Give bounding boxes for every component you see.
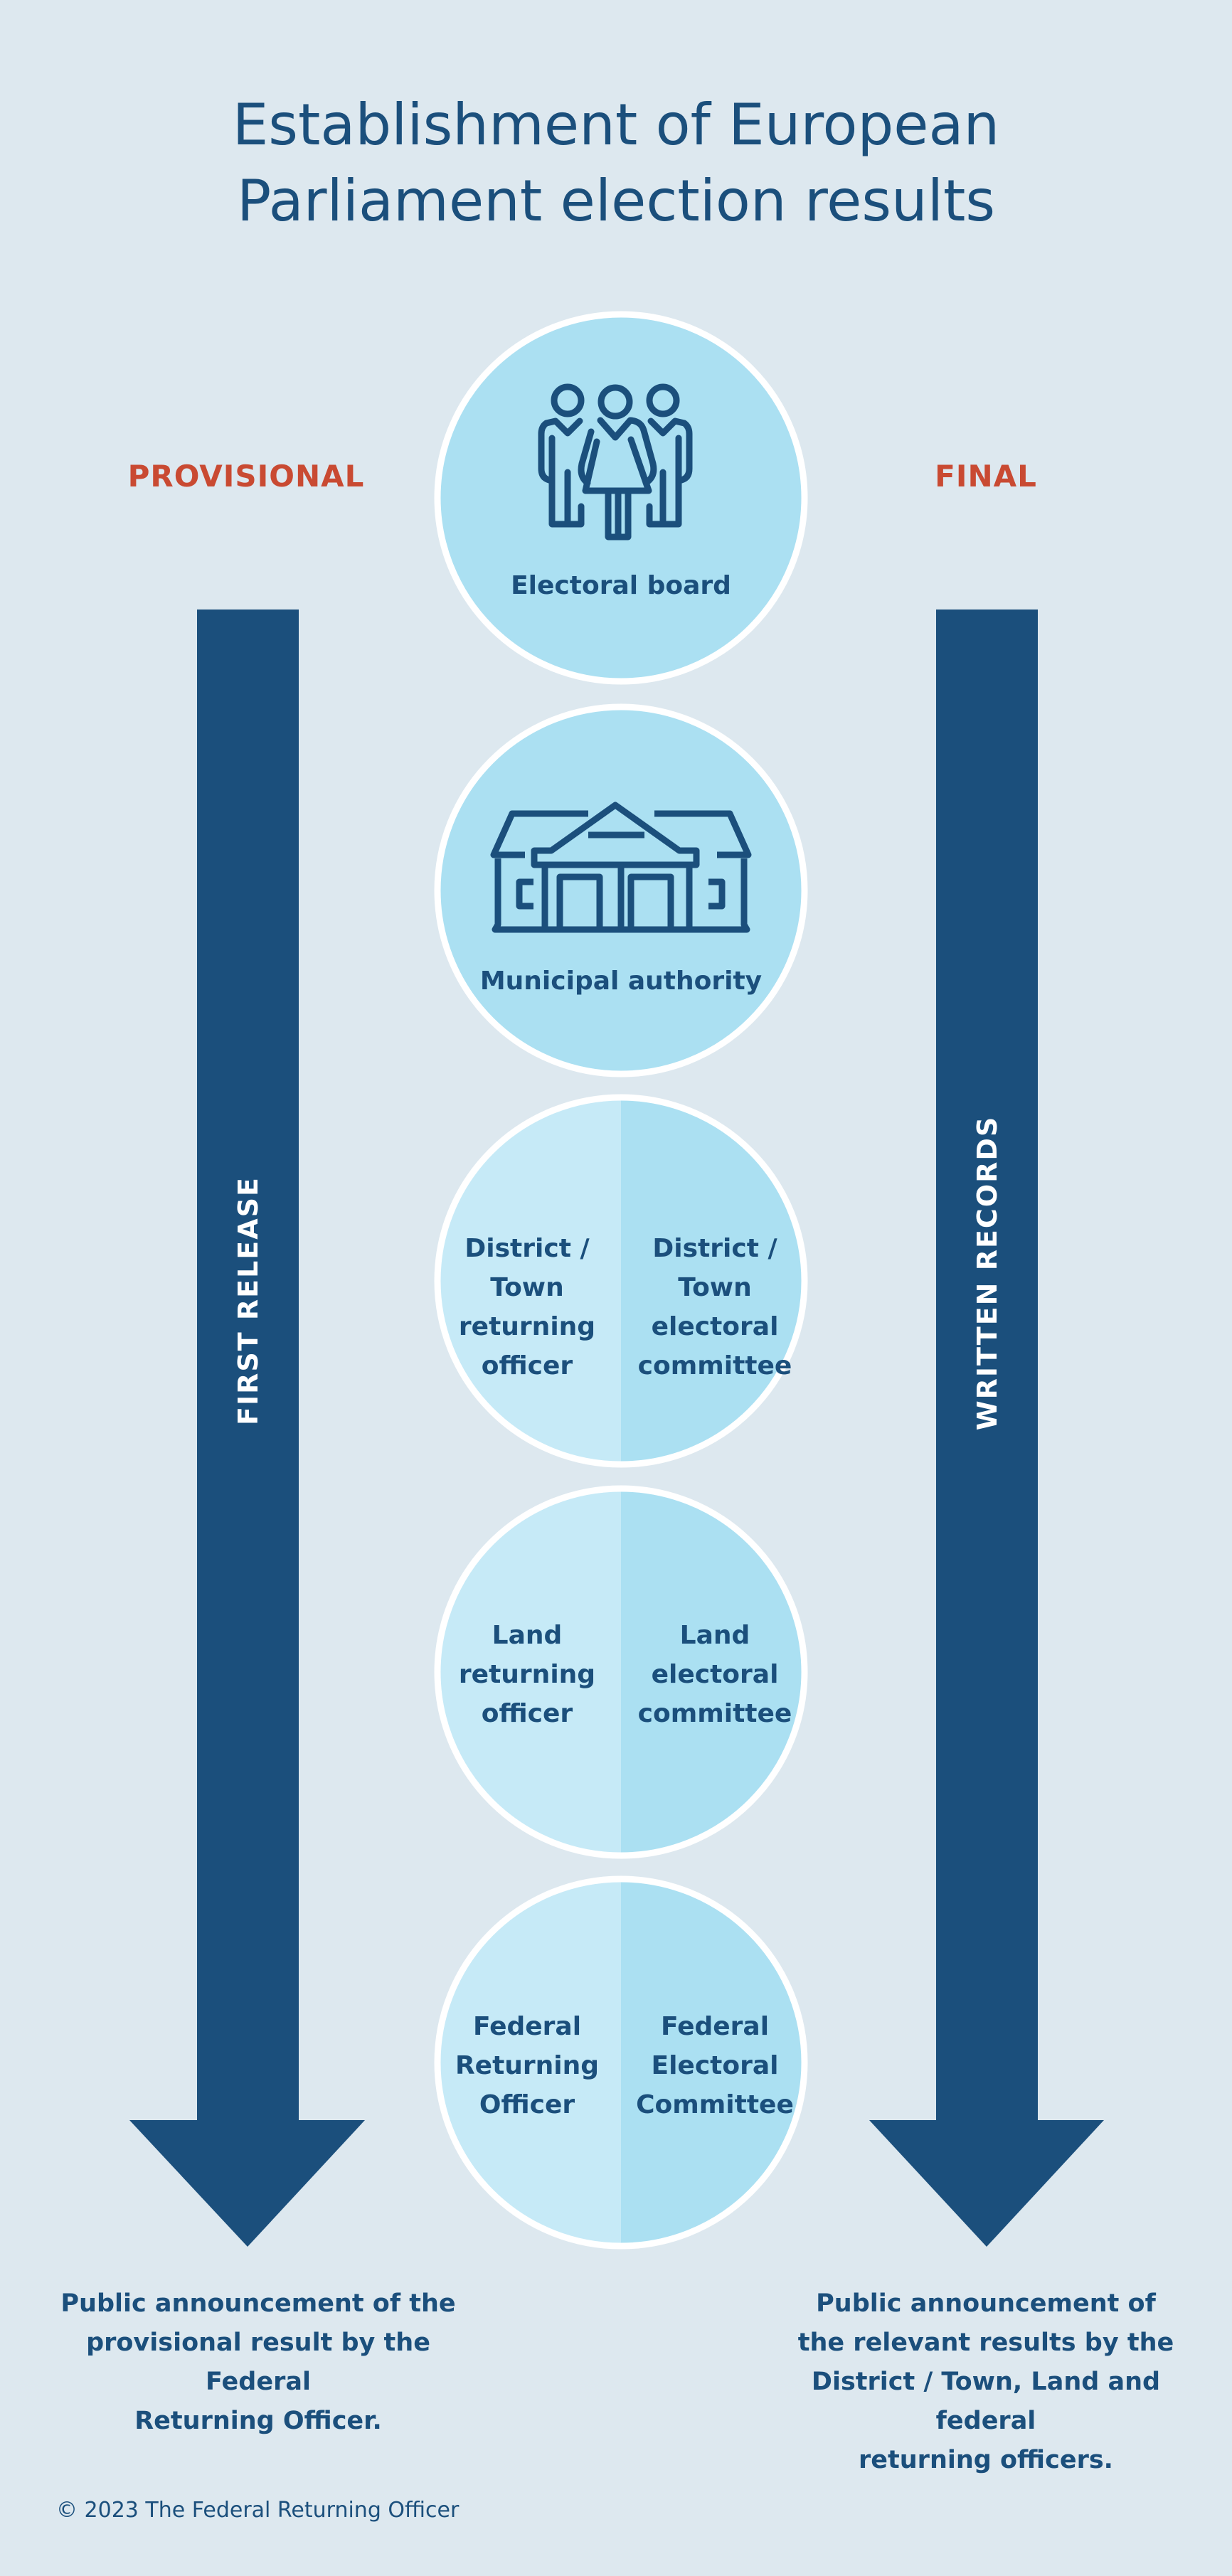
text-line: Electoral: [651, 2051, 779, 2080]
land-electoral-committee: Land electoral committee: [623, 1616, 807, 1733]
title-line-1: Establishment of European: [232, 92, 1000, 158]
right-arrow: [869, 610, 1104, 2247]
text-line: District / Town: [652, 1234, 777, 1302]
text-line: Land: [492, 1621, 563, 1650]
written-records-label: WRITTEN RECORDS: [972, 1115, 1003, 1431]
land-returning-officer: Land returning officer: [435, 1616, 619, 1733]
text-line: committee: [637, 1699, 792, 1728]
final-heading: FINAL: [935, 459, 1037, 494]
text-line: the relevant results by the: [797, 2328, 1174, 2357]
page-title: Establishment of European Parliament ele…: [0, 87, 1232, 239]
text-line: returning: [458, 1660, 596, 1689]
text-line: Returning: [455, 2051, 600, 2080]
copyright: © 2023 The Federal Returning Officer: [56, 2498, 460, 2523]
text-line: returning: [458, 1312, 596, 1341]
provisional-heading: PROVISIONAL: [127, 459, 365, 494]
text-line: officer: [481, 1351, 573, 1380]
text-line: Public announcement of the: [60, 2289, 456, 2318]
final-announcement-note: Public announcement of the relevant resul…: [758, 2284, 1214, 2480]
district-electoral-committee: District / Town electoral committee: [623, 1229, 807, 1385]
text-line: electoral: [651, 1660, 779, 1689]
text-line: returning officers.: [859, 2446, 1113, 2474]
text-line: committee: [637, 1351, 792, 1380]
first-release-label: FIRST RELEASE: [233, 1176, 264, 1426]
left-arrow: [129, 610, 365, 2247]
text-line: Officer: [479, 2090, 575, 2119]
people-icon: [538, 383, 693, 541]
provisional-announcement-note: Public announcement of the provisional re…: [31, 2284, 486, 2441]
text-line: Returning Officer.: [134, 2407, 382, 2435]
text-line: Land: [679, 1621, 750, 1650]
electoral-board-label: Electoral board: [511, 571, 731, 600]
text-line: officer: [481, 1699, 573, 1728]
text-line: electoral: [651, 1312, 779, 1341]
building-icon: [490, 802, 752, 933]
text-line: District / Town: [464, 1234, 590, 1302]
text-line: Committee: [636, 2090, 794, 2119]
title-line-2: Parliament election results: [236, 168, 995, 234]
text-line: Federal: [472, 2012, 582, 2041]
text-line: District / Town, Land and federal: [811, 2368, 1161, 2435]
text-line: Federal: [660, 2012, 770, 2041]
text-line: Public announcement of: [816, 2289, 1156, 2318]
text-line: provisional result by the Federal: [86, 2328, 430, 2396]
municipal-authority-label: Municipal authority: [479, 967, 763, 996]
district-returning-officer: District / Town returning officer: [435, 1229, 619, 1385]
